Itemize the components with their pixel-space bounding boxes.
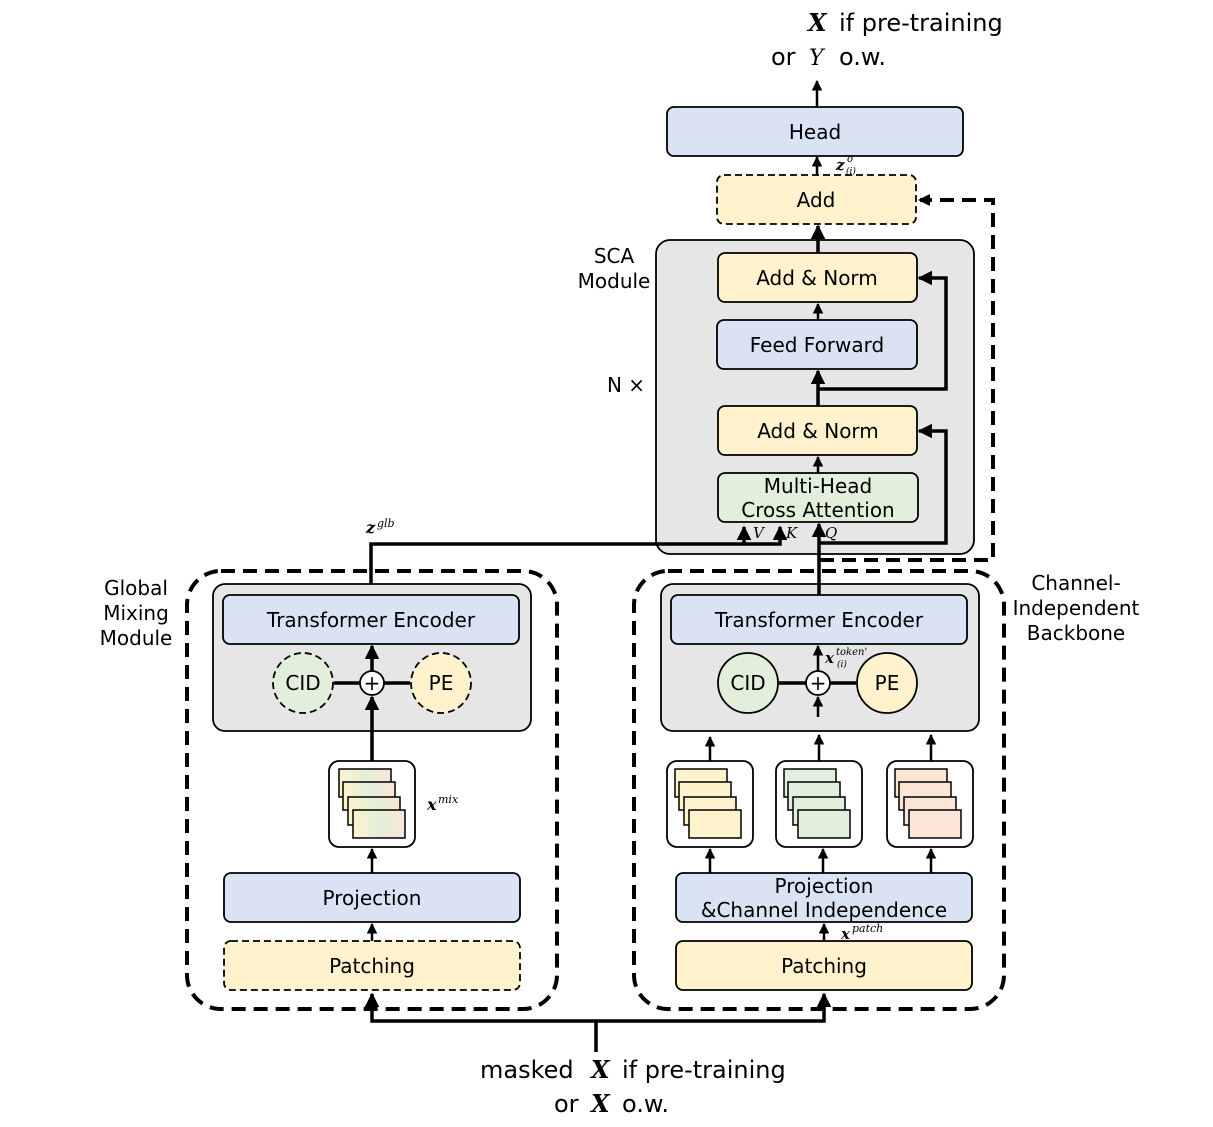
output-label: X if pre-training or Y o.w. — [771, 8, 1003, 71]
z-glb-var: z — [365, 518, 376, 537]
z-glb-annotation: z glb — [365, 517, 395, 537]
z-output-sub: (i) — [846, 166, 856, 177]
cross-attention-line1: Multi-Head — [764, 474, 872, 498]
ff-residual-connection — [818, 270, 948, 391]
skip-connection-arrowhead — [918, 194, 930, 206]
z-glb-to-key-line — [369, 525, 788, 584]
output-or: or — [771, 43, 796, 71]
global-pe-label: PE — [429, 671, 454, 695]
input-to-global-patching-arrow — [364, 992, 598, 1052]
global-pe-circle — [410, 652, 472, 714]
q-label: Q — [825, 524, 837, 542]
cross-attention-line2: Cross Attention — [741, 498, 895, 522]
input-var-x2: X — [589, 1089, 611, 1118]
ci-cid-circle — [717, 652, 779, 714]
x-token-annotation: x token' (i) — [824, 647, 867, 670]
ci-backbone-title-line3: Backbone — [1027, 621, 1125, 645]
ci-patch-stack-yellow — [674, 768, 742, 839]
input-text-pretraining: if pre-training — [622, 1056, 786, 1084]
output-var-y: Y — [809, 46, 826, 71]
sca-title-line2: Module — [578, 269, 651, 293]
add-norm-top-label: Add & Norm — [756, 266, 878, 290]
output-text-pretraining: if pre-training — [839, 9, 1003, 37]
global-transformer-encoder-box — [222, 594, 520, 645]
ci-cid-label: CID — [730, 671, 765, 695]
v-label: V — [753, 524, 766, 542]
ci-pe-label: PE — [875, 671, 900, 695]
ci-backbone-title-line1: Channel- — [1031, 571, 1120, 595]
global-patching-label: Patching — [329, 954, 415, 978]
z-output-annotation: z o (i) — [835, 154, 856, 177]
z-output-var: z — [835, 156, 845, 174]
global-mixing-title-line3: Module — [100, 626, 173, 650]
x-patch-var: x — [840, 925, 851, 943]
ci-transformer-encoder-label: Transformer Encoder — [714, 608, 924, 632]
x-token-sup: token' — [836, 647, 867, 658]
x-mix-sup: mix — [438, 793, 459, 806]
add-label: Add — [797, 188, 836, 212]
global-cid-label: CID — [285, 671, 320, 695]
x-token-var: x — [824, 649, 835, 667]
global-mixing-title-line2: Mixing — [103, 601, 169, 625]
x-mix-var: x — [426, 795, 437, 814]
global-cid-circle — [272, 652, 334, 714]
z-glb-sup: glb — [377, 517, 395, 530]
input-masked: masked — [480, 1056, 574, 1084]
ci-pe-circle — [856, 652, 918, 714]
skip-connection-dashed — [820, 198, 995, 562]
sca-repeat-label: N × — [607, 373, 645, 397]
output-var-x: X — [806, 8, 828, 37]
ci-backbone-box — [632, 569, 1006, 1011]
x-mix-annotation: x mix — [426, 793, 459, 814]
global-projection-label: Projection — [323, 886, 422, 910]
global-patching-box — [223, 940, 521, 991]
x-token-sub: (i) — [837, 659, 847, 670]
feed-forward-label: Feed Forward — [750, 333, 885, 357]
input-var-x1: X — [589, 1055, 611, 1084]
ci-backbone-title-line2: Independent — [1013, 596, 1140, 620]
output-text-ow: o.w. — [839, 43, 886, 71]
global-transformer-encoder-label: Transformer Encoder — [266, 608, 476, 632]
ci-projection-line1: Projection — [775, 874, 874, 898]
x-patch-annotation: x patch — [840, 922, 883, 943]
head-label: Head — [789, 120, 841, 144]
x-patch-sup: patch — [852, 922, 883, 935]
input-or: or — [554, 1090, 579, 1118]
input-label: masked X if pre-training or X o.w. — [480, 1055, 786, 1118]
z-output-sup: o — [847, 154, 853, 165]
add-norm-bottom-label: Add & Norm — [757, 419, 879, 443]
input-text-ow: o.w. — [622, 1090, 669, 1118]
attention-residual-connection — [818, 423, 948, 545]
ci-patching-label: Patching — [781, 954, 867, 978]
ci-projection-line2: &Channel Independence — [701, 898, 947, 922]
k-label: K — [785, 524, 798, 542]
ci-plus-sign: + — [810, 671, 827, 695]
sca-title-line1: SCA — [594, 244, 635, 268]
input-to-ci-patching-arrow — [596, 992, 832, 1023]
global-mixing-title-line1: Global — [104, 576, 168, 600]
ci-patch-stack-green — [783, 768, 851, 839]
ci-patch-stack-peach — [894, 768, 962, 839]
global-patch-stack — [338, 768, 406, 839]
global-plus-sign: + — [364, 671, 381, 695]
